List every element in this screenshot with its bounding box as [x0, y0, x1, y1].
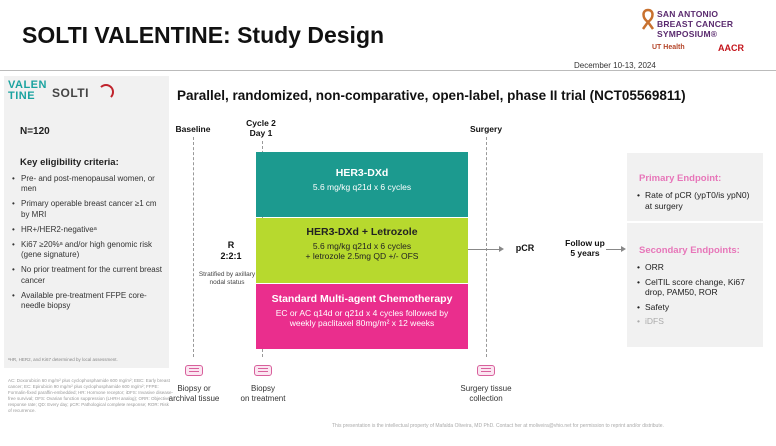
- trial-title: Parallel, randomized, non-comparative, o…: [177, 88, 686, 103]
- arm-dose-line: 5.6 mg/kg q21d x 6 cycles: [312, 241, 412, 251]
- arm-dose-line: EC or AC q14d or q21d x 4 cycles followe…: [275, 308, 449, 318]
- secondary-endpoints-box: Secondary Endpoints: ORR CelTIL score ch…: [627, 223, 763, 347]
- surgery-line: [486, 137, 487, 357]
- conference-date: December 10-13, 2024: [574, 61, 656, 70]
- endpoint-item: Rate of pCR (ypT0/is ypN0) at surgery: [637, 190, 757, 211]
- baseline-line: [193, 137, 194, 357]
- surgery-tissue-label: Surgery tissue collection: [451, 384, 521, 403]
- cycle2-label: Cycle 2 Day 1: [236, 118, 286, 138]
- arm-chemotherapy: Standard Multi-agent Chemotherapy EC or …: [256, 284, 468, 349]
- eligibility-panel: [4, 76, 169, 368]
- randomization-line-1: R: [227, 240, 235, 250]
- tissue-cassette-icon: [185, 365, 203, 376]
- arrow-to-endpoints: [606, 246, 626, 252]
- sabcs-ribbon-icon: [641, 8, 655, 30]
- tissue-cassette-icon: [254, 365, 272, 376]
- sabcs-line-3: SYMPOSIUM®: [657, 29, 718, 39]
- biopsy-on-treatment-label: Biopsy on treatment: [233, 384, 293, 403]
- secondary-endpoints-list: ORR CelTIL score change, Ki67 drop, PAM5…: [637, 262, 757, 327]
- arm-dose: EC or AC q14d or q21d x 4 cycles followe…: [256, 308, 468, 328]
- valentine-line-2: TINE: [8, 90, 36, 102]
- biopsy-label-line: Biopsy: [250, 384, 275, 393]
- eligibility-item: Primary operable breast cancer ≥1 cm by …: [12, 199, 162, 219]
- endpoint-item: iDFS: [637, 316, 757, 327]
- endpoint-item: CelTIL score change, Ki67 drop, PAM50, R…: [637, 277, 757, 298]
- copyright-notice: This presentation is the intellectual pr…: [332, 423, 664, 429]
- arrow-to-pcr: [468, 246, 504, 252]
- biopsy-baseline-label: Biopsy or archival tissue: [164, 384, 224, 403]
- valentine-line-1: VALEN: [8, 79, 47, 91]
- page-title: SOLTI VALENTINE: Study Design: [22, 22, 385, 48]
- sabcs-logo: SAN ANTONIO BREAST CANCER SYMPOSIUM®: [637, 6, 767, 56]
- arm-her3dxd: HER3-DXd 5.6 mg/kg q21d x 6 cycles: [256, 152, 468, 217]
- aacr-logo: AACR: [718, 43, 744, 53]
- randomization: R 2:2:1: [216, 240, 246, 262]
- arm-her3dxd-letrozole: HER3-DXd + Letrozole 5.6 mg/kg q21d x 6 …: [256, 218, 468, 283]
- arm-name: HER3-DXd: [335, 167, 389, 179]
- pcr-label: pCR: [515, 243, 535, 253]
- eligibility-item: Ki67 ≥20%ᵃ and/or high genomic risk (gen…: [12, 240, 162, 260]
- biopsy-label-line: collection: [469, 393, 503, 403]
- eligibility-item: Available pre-treatment FFPE core-needle…: [12, 291, 162, 311]
- ut-health-logo: UT Health: [652, 44, 685, 51]
- tissue-cassette-icon: [477, 365, 495, 376]
- cycle2-line-2: Day 1: [249, 128, 273, 138]
- biopsy-label-line: Surgery tissue: [460, 384, 512, 393]
- sabcs-line-1: SAN ANTONIO: [657, 9, 719, 19]
- secondary-endpoints-title: Secondary Endpoints:: [639, 245, 740, 256]
- biopsy-label-line: archival tissue: [168, 393, 220, 403]
- followup-label: Follow up 5 years: [560, 238, 610, 258]
- primary-endpoint-list: Rate of pCR (ypT0/is ypN0) at surgery: [637, 190, 757, 211]
- valentine-logo: VALEN TINE: [8, 80, 48, 102]
- surgery-label: Surgery: [469, 124, 503, 134]
- header-divider: [0, 70, 776, 71]
- randomization-ratio: 2:2:1: [220, 251, 242, 261]
- stratification-note: Stratified by axillary nodal status: [198, 271, 256, 286]
- cycle2-line-1: Cycle 2: [246, 118, 276, 128]
- eligibility-title: Key eligibility criteria:: [20, 157, 119, 168]
- arm-dose: 5.6 mg/kg q21d x 6 cycles: [312, 182, 412, 192]
- abbreviations: AC: Doxorubicin 60 mg/m² plus cyclophosp…: [8, 378, 173, 413]
- primary-endpoint-title: Primary Endpoint:: [639, 173, 722, 184]
- footnote: ᵃHR, HER2, and Ki67 determined by local …: [8, 357, 118, 362]
- biopsy-label-line: Biopsy or: [177, 384, 211, 393]
- arm-name: HER3-DXd + Letrozole: [306, 226, 418, 238]
- eligibility-item: No prior treatment for the current breas…: [12, 265, 162, 285]
- eligibility-list: Pre- and post-menopausal women, or men P…: [12, 174, 162, 316]
- arm-name: Standard Multi-agent Chemotherapy: [271, 293, 453, 305]
- primary-endpoint-box: Primary Endpoint: Rate of pCR (ypT0/is y…: [627, 153, 763, 221]
- arm-dose: 5.6 mg/kg q21d x 6 cycles + letrozole 2.…: [256, 241, 468, 261]
- arm-dose-line: weekly paclitaxel 80mg/m² x 12 weeks: [289, 318, 435, 328]
- solti-logo: SOLTI: [52, 86, 89, 100]
- arm-dose-line: + letrozole 2.5mg QD +/- OFS: [305, 251, 419, 261]
- baseline-label: Baseline: [175, 124, 211, 134]
- biopsy-label-line: on treatment: [240, 393, 286, 403]
- followup-line-2: 5 years: [570, 248, 600, 258]
- followup-line-1: Follow up: [565, 238, 605, 248]
- endpoint-item: ORR: [637, 262, 757, 273]
- eligibility-item: HR+/HER2-negativeᵃ: [12, 225, 162, 235]
- sabcs-line-2: BREAST CANCER: [657, 19, 734, 29]
- solti-arc-icon: [98, 84, 114, 100]
- endpoint-item: Safety: [637, 302, 757, 313]
- sample-size: N=120: [20, 126, 50, 137]
- eligibility-item: Pre- and post-menopausal women, or men: [12, 174, 162, 194]
